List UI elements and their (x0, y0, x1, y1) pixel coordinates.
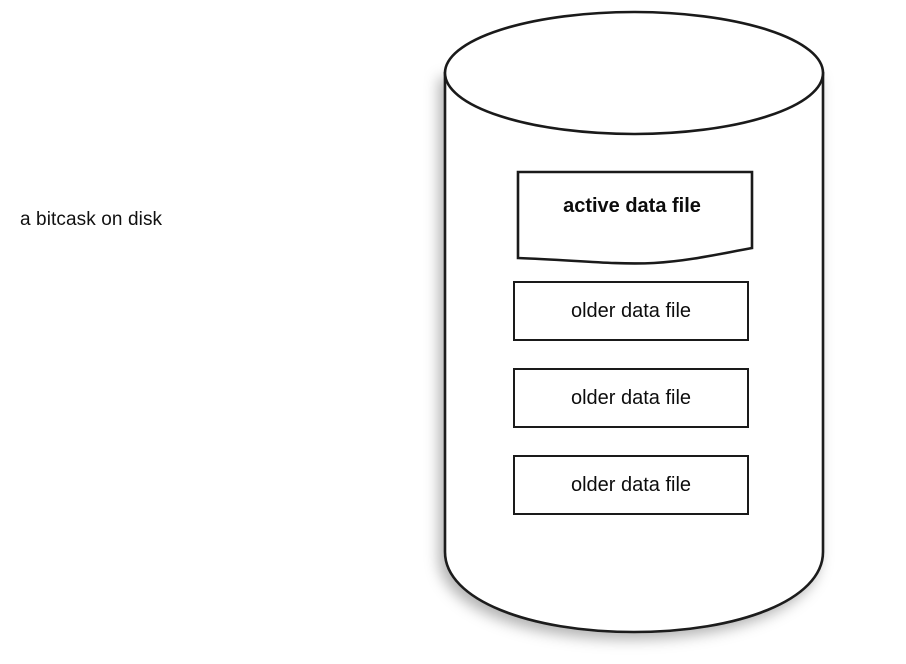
file-older-data-1[interactable]: older data file (513, 281, 749, 341)
file-label: older data file (570, 474, 692, 496)
cylinder-body (443, 71, 825, 634)
file-older-data-3[interactable]: older data file (513, 455, 749, 515)
file-older-data-2[interactable]: older data file (513, 368, 749, 428)
file-active-data[interactable]: active data file (514, 168, 756, 272)
diagram-caption: a bitcask on disk (20, 209, 163, 230)
torn-page-shape (516, 170, 754, 265)
cylinder-top-ellipse (443, 10, 825, 136)
file-label: older data file (570, 387, 692, 409)
file-label: older data file (570, 300, 692, 322)
